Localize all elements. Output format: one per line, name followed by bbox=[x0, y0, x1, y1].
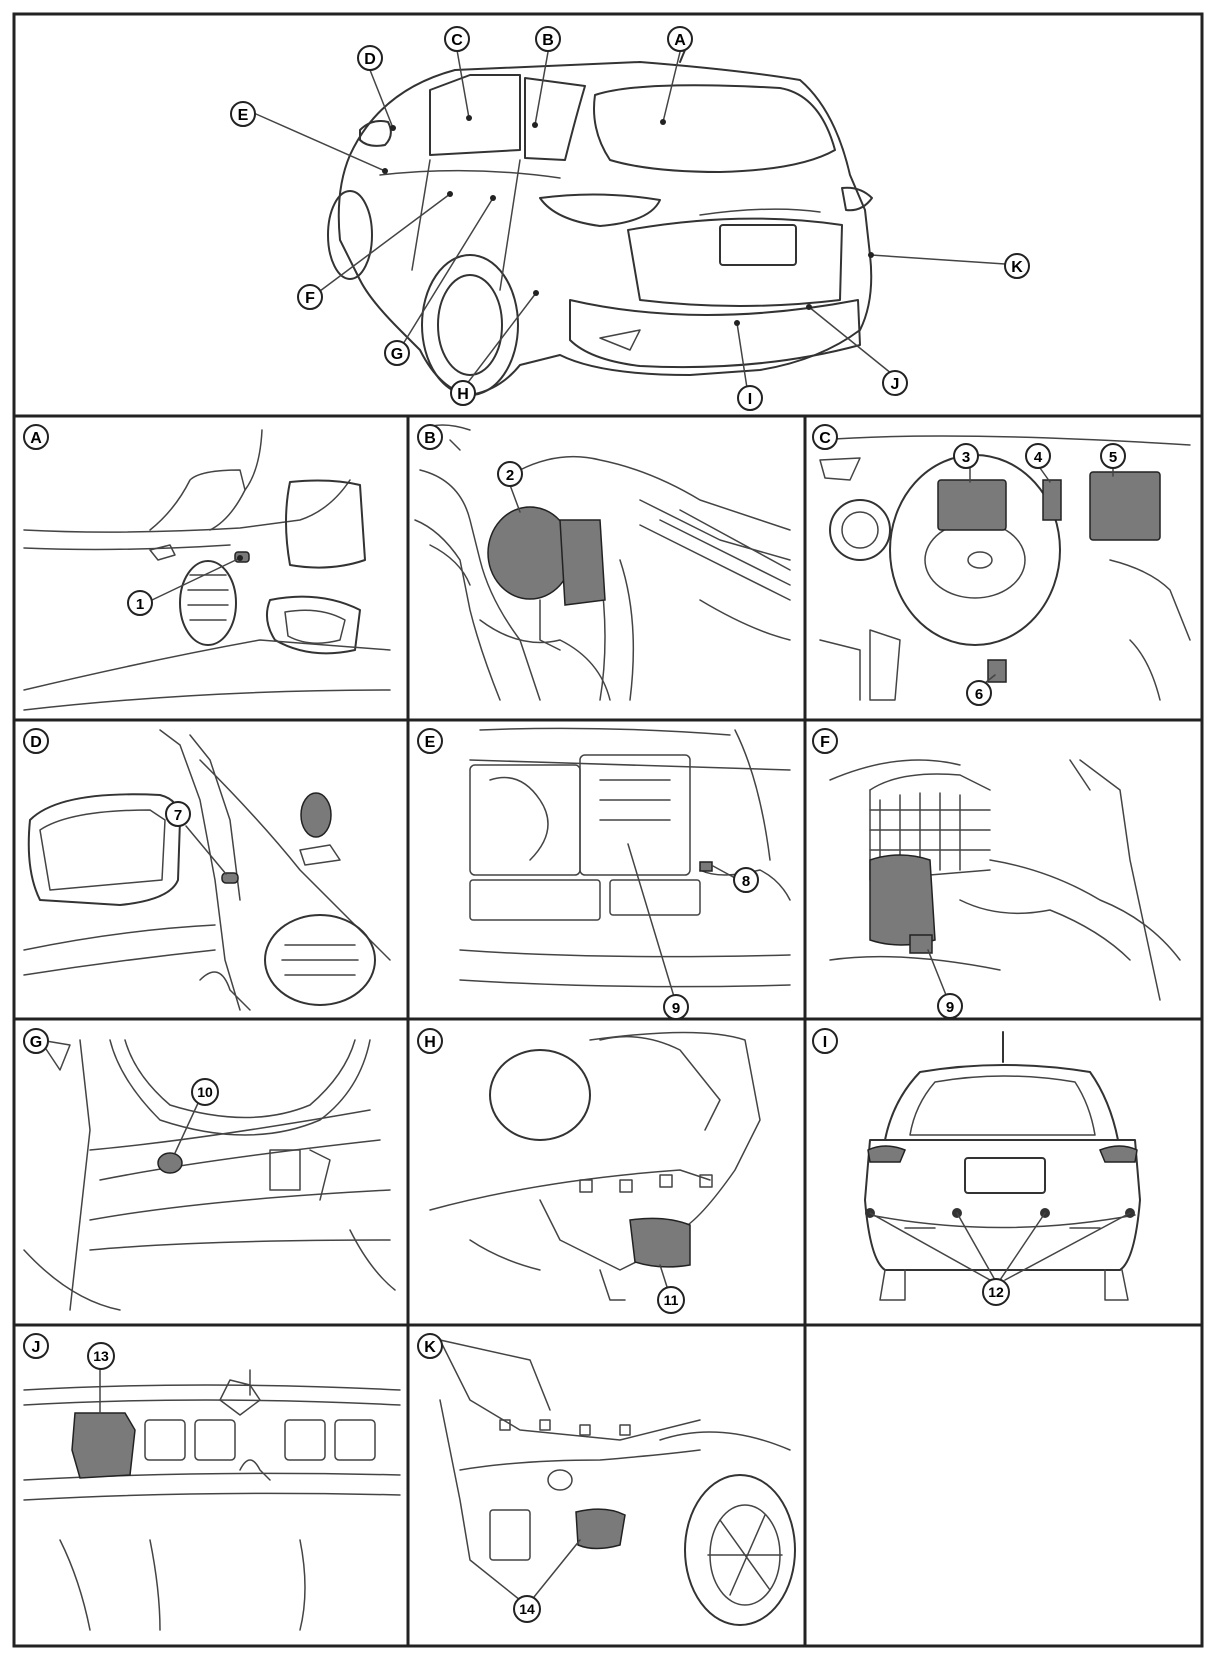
overview-callout-e: E bbox=[230, 101, 256, 127]
part-2-label: 2 bbox=[506, 467, 514, 484]
panel-c-labels: C 3 4 5 6 bbox=[812, 424, 1126, 706]
part-11-label: 11 bbox=[664, 1292, 679, 1308]
panel-h-labels: H 11 bbox=[417, 1028, 685, 1314]
panel-c bbox=[819, 435, 1191, 701]
svg-text:B: B bbox=[542, 32, 554, 49]
svg-text:H: H bbox=[457, 386, 469, 403]
overview-callout-j: J bbox=[882, 370, 908, 396]
part-12-label: 12 bbox=[988, 1284, 1004, 1300]
panel-j-labels: J 13 bbox=[23, 1333, 115, 1370]
vehicle-overview-drawing bbox=[327, 37, 873, 396]
panel-h-letter: H bbox=[424, 1034, 436, 1051]
panel-j bbox=[23, 1364, 401, 1631]
panel-j-letter: J bbox=[32, 1339, 41, 1356]
overview-callout-a: A bbox=[667, 26, 693, 52]
panel-i bbox=[864, 1031, 1141, 1301]
panel-d-labels: D 7 bbox=[23, 728, 191, 827]
panel-k bbox=[419, 1339, 796, 1626]
panel-f-letter: F bbox=[820, 734, 830, 751]
overview-callout-d: D bbox=[357, 45, 383, 71]
part-14-label: 14 bbox=[519, 1601, 535, 1617]
panel-d-letter: D bbox=[30, 734, 42, 751]
part-1-label: 1 bbox=[136, 596, 144, 613]
panel-b-letter: B bbox=[424, 430, 436, 447]
overview-callout-b: B bbox=[535, 26, 561, 52]
panel-e bbox=[459, 727, 791, 1001]
part-3-label: 3 bbox=[962, 449, 970, 466]
overview-callout-g: G bbox=[384, 340, 410, 366]
panel-g-labels: G 10 bbox=[23, 1028, 219, 1106]
overview-callout-h: H bbox=[450, 380, 476, 406]
svg-text:F: F bbox=[305, 290, 315, 307]
panel-k-letter: K bbox=[424, 1339, 436, 1356]
panel-a bbox=[23, 429, 391, 711]
panel-g bbox=[23, 1039, 396, 1311]
part-9-label: 9 bbox=[672, 1000, 680, 1017]
part-7-label: 7 bbox=[174, 807, 182, 824]
overview-callout-i: I bbox=[737, 385, 763, 411]
panel-h bbox=[429, 1031, 761, 1301]
panel-b bbox=[414, 424, 791, 701]
svg-text:A: A bbox=[674, 32, 686, 49]
panel-c-letter: C bbox=[819, 430, 831, 447]
panel-f-labels: F 9 bbox=[812, 728, 963, 1019]
svg-text:I: I bbox=[748, 391, 752, 408]
panel-i-labels: I 12 bbox=[812, 1028, 1010, 1306]
svg-text:J: J bbox=[891, 376, 900, 393]
svg-text:C: C bbox=[451, 32, 463, 49]
overview-callout-k: K bbox=[1004, 253, 1030, 279]
part-13-label: 13 bbox=[93, 1348, 109, 1364]
svg-text:D: D bbox=[364, 51, 376, 68]
panel-e-labels: E 8 9 bbox=[417, 728, 759, 1020]
svg-text:E: E bbox=[238, 107, 249, 124]
empty-cell bbox=[807, 1327, 1200, 1644]
overview-leaders bbox=[255, 49, 1006, 390]
panel-d bbox=[23, 729, 391, 1011]
part-8-label: 8 bbox=[742, 873, 750, 890]
svg-text:G: G bbox=[391, 346, 403, 363]
panel-k-labels: K 14 bbox=[417, 1333, 541, 1623]
part-4-label: 4 bbox=[1034, 449, 1043, 466]
part-10-label: 10 bbox=[197, 1084, 213, 1100]
part-9b-label: 9 bbox=[946, 999, 954, 1016]
svg-text:K: K bbox=[1011, 259, 1023, 276]
panel-g-letter: G bbox=[30, 1034, 42, 1051]
overview-callout-c: C bbox=[444, 26, 470, 52]
part-5-label: 5 bbox=[1109, 449, 1117, 466]
part-6-label: 6 bbox=[975, 686, 983, 703]
panel-e-letter: E bbox=[425, 734, 436, 751]
panel-i-letter: I bbox=[823, 1034, 827, 1051]
panel-a-letter: A bbox=[30, 430, 42, 447]
panel-f bbox=[829, 759, 1181, 1001]
panel-a-labels: A 1 bbox=[23, 424, 153, 616]
detail-grid bbox=[14, 414, 1202, 1646]
overview-callout-f: F bbox=[297, 284, 323, 310]
panel-b-labels: B 2 bbox=[417, 424, 523, 487]
overview-callouts: A B C D E F G H I J K bbox=[230, 26, 1030, 411]
